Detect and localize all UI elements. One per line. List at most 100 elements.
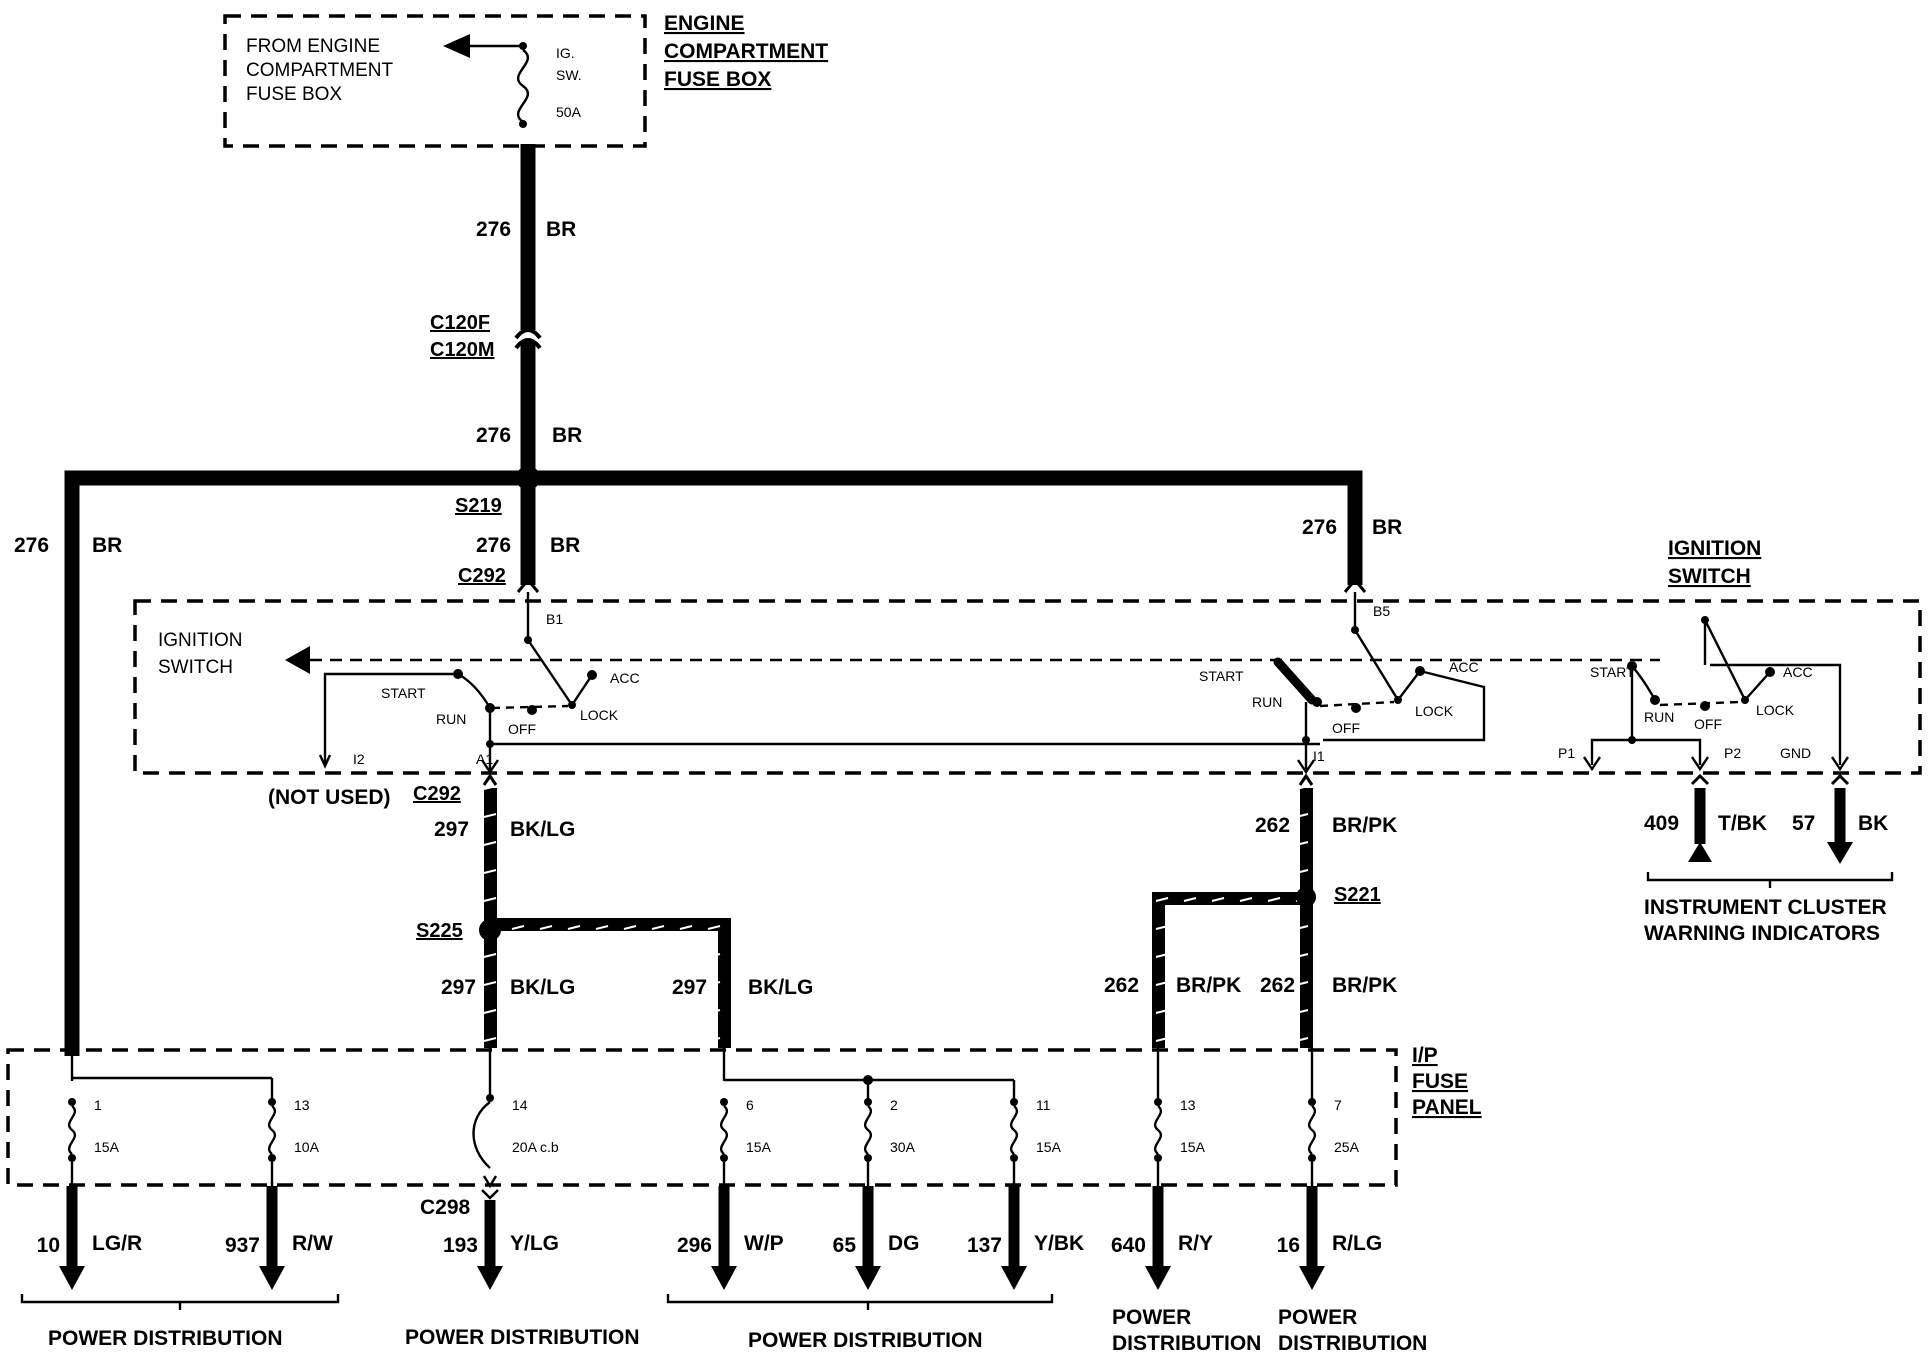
output-circuit: 193	[443, 1234, 478, 1257]
destination-4-line-1: POWER	[1112, 1306, 1191, 1329]
splice-s225-dot	[479, 919, 501, 941]
wire-color-br-pk-right: BR/PK	[1332, 974, 1397, 997]
splice-s221-label: S221	[1334, 884, 1381, 906]
output-circuit: 640	[1111, 1234, 1146, 1257]
fuse-box-source-line-2: COMPARTMENT	[246, 60, 393, 81]
wire-color-br-left: BR	[92, 534, 122, 557]
fuse-icon	[1153, 1105, 1163, 1155]
destinations: POWER DISTRIBUTION POWER DISTRIBUTION PO…	[20, 1294, 1427, 1355]
connector-b1-arrow-icon	[516, 577, 540, 593]
wire-circuit-297: 297	[434, 818, 469, 841]
wire-color-bk-lg: BK/LG	[510, 818, 575, 841]
output-color: R/Y	[1178, 1232, 1213, 1255]
output-circuit: 296	[677, 1234, 712, 1257]
start-contact-icon	[1273, 657, 1317, 705]
fuse-label-rating: 50A	[556, 104, 582, 120]
ignition-switch: IGNITION SWITCH IGNITION SWITCH B1 START…	[133, 537, 1922, 809]
output-arrow-icon	[477, 1266, 503, 1290]
wire-circuit-297-right: 297	[672, 976, 707, 999]
pos-acc-1: ACC	[610, 670, 640, 686]
pos-off-1: OFF	[508, 721, 536, 737]
fuse-number: 14	[512, 1097, 528, 1113]
fuse-icon	[863, 1105, 873, 1155]
fuse-number: 6	[746, 1097, 754, 1113]
destination-5-line-1: POWER	[1278, 1306, 1357, 1329]
fuse-rating: 15A	[1180, 1139, 1206, 1155]
wire-circuit-409: 409	[1644, 812, 1679, 835]
fuse-number: 13	[1180, 1097, 1196, 1113]
pin-gnd: GND	[1780, 745, 1811, 761]
fuse-icon	[67, 1105, 77, 1155]
output-circuit: 137	[967, 1234, 1002, 1257]
wire-color-br-right: BR	[1372, 516, 1402, 539]
pos-off-3: OFF	[1694, 716, 1722, 732]
fuse-number: 1	[94, 1097, 102, 1113]
output-wire-193: 193 Y/LG	[443, 1200, 559, 1290]
output-arrow-icon	[1001, 1266, 1027, 1290]
output-wire-640: 640 R/Y	[1111, 1186, 1213, 1290]
wire-color-t-bk: T/BK	[1718, 812, 1767, 835]
pos-run-1: RUN	[436, 711, 466, 727]
fuse-number: 2	[890, 1097, 898, 1113]
fuse-panel-title-3: PANEL	[1412, 1096, 1482, 1119]
engine-fuse-box-title-3: FUSE BOX	[664, 68, 771, 91]
splice-s219-group: S219 276 BR 276 BR 276 BR C292	[14, 466, 1402, 1056]
output-arrow-icon	[1145, 1266, 1171, 1290]
wire-circuit-262-left: 262	[1104, 974, 1139, 997]
output-arrow-icon	[711, 1266, 737, 1290]
wire-color-br-upper: BR	[546, 218, 576, 241]
wire-color-br-lower: BR	[552, 424, 582, 447]
destination-2: POWER DISTRIBUTION	[405, 1326, 640, 1349]
output-color: Y/BK	[1034, 1232, 1084, 1255]
connector-b5-arrow-icon	[1343, 577, 1367, 593]
wire-color-bk-lg-right: BK/LG	[748, 976, 813, 999]
fuse-box-source-line-3: FUSE BOX	[246, 84, 342, 105]
wire-circuit-297-left: 297	[441, 976, 476, 999]
fuse-breaker-connector: C298	[420, 1189, 499, 1219]
connector-c292-bottom: C292	[413, 783, 461, 805]
fuse-rating: 30A	[890, 1139, 916, 1155]
instrument-cluster-bracket	[1646, 872, 1894, 888]
output-circuit: 10	[37, 1234, 60, 1257]
wire-409-arrow-icon	[1688, 842, 1712, 862]
wire-circuit-276-right: 276	[1302, 516, 1337, 539]
switch-actuator-arrow-icon	[285, 646, 310, 674]
fuse-number: 7	[1334, 1097, 1342, 1113]
source-arrow-icon	[443, 34, 470, 58]
fuse-1: 1 15A	[67, 1097, 120, 1186]
fuse-box-source-line-1: FROM ENGINE	[246, 36, 380, 57]
fuse-panel-title-1: I/P	[1412, 1044, 1438, 1067]
destination-bracket-1	[20, 1294, 340, 1310]
fuse-rating: 15A	[1036, 1139, 1062, 1155]
wire-circuit-276-down: 276	[476, 534, 511, 557]
fuse-rating: 15A	[746, 1139, 772, 1155]
output-arrow-icon	[259, 1266, 285, 1290]
destination-bracket-3	[666, 1294, 1054, 1310]
output-color: Y/LG	[510, 1232, 559, 1255]
splice-s221-group: S221 262 BR/PK 262 BR/PK	[1104, 884, 1397, 1048]
pos-lock-2: LOCK	[1415, 703, 1454, 719]
wire-color-br-pk: BR/PK	[1332, 814, 1397, 837]
pos-acc-2: ACC	[1449, 659, 1479, 675]
pos-off-2: OFF	[1332, 720, 1360, 736]
engine-fuse-box-title-1: ENGINE	[664, 12, 745, 35]
fuse-icon	[267, 1105, 277, 1155]
fuse-label-sw: SW.	[556, 67, 582, 83]
fuse-icon	[1009, 1105, 1019, 1155]
wire-circuit-262-right: 262	[1260, 974, 1295, 997]
fuse-icon	[719, 1105, 729, 1155]
destination-1: POWER DISTRIBUTION	[48, 1327, 283, 1350]
connector-c120m: C120M	[430, 339, 494, 361]
fuse-rating: 15A	[94, 1139, 120, 1155]
pos-lock-3: LOCK	[1756, 702, 1795, 718]
ignition-switch-label-2: SWITCH	[158, 657, 233, 678]
output-circuit: 16	[1277, 1234, 1300, 1257]
